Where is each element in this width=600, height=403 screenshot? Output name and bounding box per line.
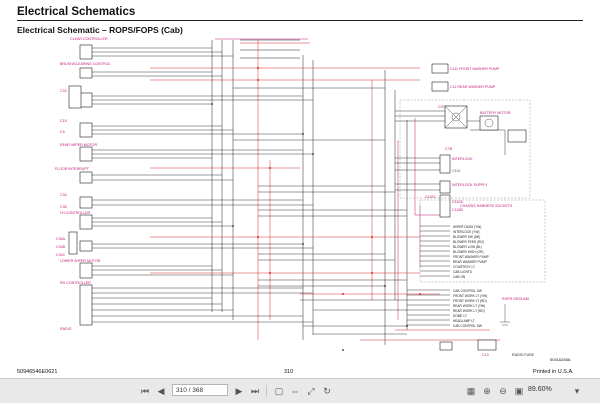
view-icon[interactable]: ▣ (514, 386, 524, 396)
schematic-diagram: CLEAR CONTROLLER BRUSH/CLEARING CONTROL … (55, 37, 546, 357)
left-label-0: CLEAR CONTROLLER (70, 37, 108, 41)
left-label-3: C15 (60, 119, 67, 123)
right-label-9: C110B (452, 208, 463, 212)
right-label-3: C37 (438, 105, 445, 109)
left-label-14: RH CONTROLLER (60, 281, 91, 285)
chassis-line-label: BLOWER SW (DB) (453, 235, 480, 239)
zoom-dropdown-icon[interactable]: ▾ (574, 386, 580, 396)
prev-page-icon[interactable]: ◀ (157, 386, 165, 396)
chassis-line-label: CAB ON (453, 275, 466, 279)
fit-page-icon[interactable]: ⤢ (307, 386, 315, 396)
left-label-6: FLOOR INTERRUPT (55, 167, 90, 171)
document-page: Electrical Schematics Electrical Schemat… (17, 6, 583, 375)
right-label-0: C111 FRONT WASHER PUMP (450, 67, 500, 71)
page-view-icon[interactable]: ▢ (274, 386, 284, 396)
right-label-4: C7B (445, 147, 453, 151)
zoom-out-icon[interactable]: ⊖ (499, 386, 507, 396)
chassis-line-label: REAR WASHER PUMP (453, 260, 487, 264)
first-page-icon[interactable]: ⏮ (140, 386, 150, 396)
left-label-11: C34B (56, 245, 66, 249)
left-label-13: LOWER WIPER MOTOR (60, 259, 101, 263)
page-number: 310 (284, 369, 294, 375)
chassis-line-label: BLOWER FEED (RD) (453, 240, 484, 244)
toolbar-divider (266, 385, 267, 397)
last-page-icon[interactable]: ⏭ (250, 386, 260, 396)
viewer-toolbar: ⏮ ◀ 310 / 368 ▶ ⏭ ▢ ⇔ ⤢ ↻ ▦ ⊕ ⊖ ▣ 89.60%… (0, 378, 600, 403)
lower-line-label: CAB CONTROL SW (453, 289, 482, 293)
lower-line-label: REAR WORK LT (RD) (453, 309, 485, 313)
zoom-level[interactable]: 89.60% (528, 386, 552, 393)
rotate-icon[interactable]: ↻ (323, 386, 331, 396)
page-indicator[interactable]: 310 / 368 (172, 384, 228, 396)
page-subtitle: Electrical Schematic – ROPS/FOPS (Cab) (17, 25, 183, 35)
lower-line-label: DOME LT (453, 314, 467, 318)
right-label-14: RADIO FUSE (512, 353, 535, 357)
left-label-2: C33 (60, 89, 67, 93)
doc-number: 50946546E0621 (17, 369, 58, 375)
lower-line-label: HEADLAMP LT (453, 319, 475, 323)
thumbnail-icon[interactable]: ▦ (466, 386, 476, 396)
left-label-9: LH CONTROLLER (60, 211, 91, 215)
right-label-8: C110A (452, 200, 463, 204)
lower-line-label: FRONT WORK LT (YW) (453, 294, 487, 298)
right-label-7: INTERLOCK SUPPLY (452, 183, 488, 187)
next-page-icon[interactable]: ▶ (235, 386, 243, 396)
title-rule (17, 20, 583, 21)
printed-in: Printed in U.S.A. (533, 369, 574, 375)
right-label-12: ROPS GROUND (502, 297, 530, 301)
figure-ref: 50316265A (550, 357, 571, 362)
left-label-7: C34 (60, 193, 67, 197)
right-label-13: C13 (482, 353, 489, 357)
lower-line-label: REAR WORK LT (YW) (453, 304, 485, 308)
fit-width-icon[interactable]: ⇔ (290, 386, 300, 396)
chassis-line-label: WIPER DASH (YW) (453, 225, 481, 229)
right-label-11: CHASSIS HARNESS SOCKETS (460, 204, 513, 208)
chassis-line-label: BLOWER HIGH (OR) (453, 250, 483, 254)
left-label-15: RADIO (60, 327, 72, 331)
chassis-line-label: BLOWER LOW (BL) (453, 245, 482, 249)
right-label-1: C11 REAR WASHER PUMP (450, 85, 496, 89)
left-label-4: C9 (60, 130, 65, 134)
zoom-in-icon[interactable]: ⊕ (483, 386, 491, 396)
left-label-8: C35 (60, 205, 67, 209)
lower-line-label: FRONT WORK LT (RD) (453, 299, 487, 303)
left-label-5: REAR WIPER MOTOR (60, 143, 97, 147)
left-label-12: C34C (56, 253, 66, 257)
right-label-6: C110 (452, 169, 460, 173)
chassis-line-label: CAB LIGHTS (453, 270, 472, 274)
left-label-1: BRUSH/CLEARING CONTROL (60, 62, 111, 66)
chassis-line-label: FRONT WASHER PUMP (453, 255, 489, 259)
chassis-line-label: COURTESY LT (453, 265, 475, 269)
page-title: Electrical Schematics (17, 6, 136, 18)
lower-line-label: CAB CONTROL SW (453, 324, 482, 328)
right-label-10: C110C (425, 195, 436, 199)
chassis-line-label: INTERLOCK (YW) (453, 230, 479, 234)
right-label-2: BATTERY MOTOR (480, 111, 511, 115)
left-label-10: C34A (56, 237, 66, 241)
right-label-5: INTERLOCK (452, 157, 473, 161)
